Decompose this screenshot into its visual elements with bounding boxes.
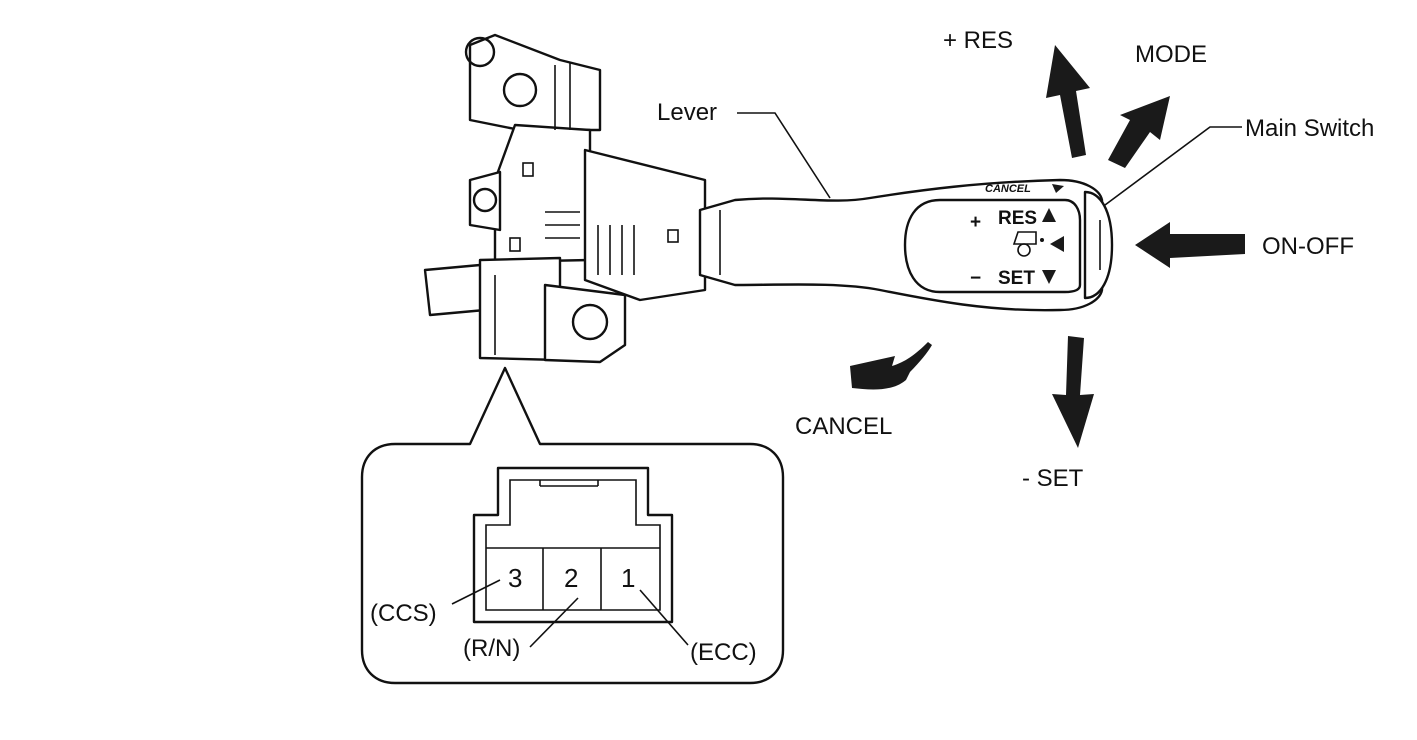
minus-sign: − (970, 268, 981, 289)
direction-arrows (850, 45, 1245, 448)
lever-label: Lever (657, 99, 717, 126)
pin-3-number: 3 (508, 563, 522, 593)
cancel-label: CANCEL (795, 413, 892, 440)
pin-2-number: 2 (564, 563, 578, 593)
set-face-text: SET (998, 268, 1035, 289)
speedometer-icon (1012, 231, 1044, 257)
set-triangle-icon (1042, 270, 1056, 284)
cancel-face-text: CANCEL (985, 183, 1031, 195)
pin-2-signal-label: (R/N) (463, 635, 520, 662)
pin-1-signal-label: (ECC) (690, 639, 757, 666)
main-switch-label: Main Switch (1245, 115, 1374, 142)
mode-triangle-icon (1050, 236, 1064, 252)
pin-leader-lines (451, 579, 689, 648)
set-label: - SET (1022, 465, 1084, 492)
leader-lines (737, 112, 1242, 206)
res-label: + RES (943, 27, 1013, 54)
pin-3-signal-label: (CCS) (370, 600, 437, 627)
res-arrow-icon (1046, 45, 1090, 158)
connector-callout (360, 366, 785, 685)
lever-arm (698, 178, 1114, 312)
plus-sign: + (970, 212, 981, 233)
pin-1-number: 1 (621, 563, 635, 593)
mode-arrow-icon (1108, 96, 1170, 168)
on-off-label: ON-OFF (1262, 233, 1354, 260)
set-arrow-icon (1052, 336, 1094, 448)
cancel-arrow-icon (850, 342, 932, 390)
on-off-arrow-icon (1135, 222, 1245, 268)
res-triangle-icon (1042, 208, 1056, 222)
mode-label: MODE (1135, 41, 1207, 68)
res-face-text: RES (998, 208, 1037, 229)
switch-bracket (423, 33, 707, 364)
